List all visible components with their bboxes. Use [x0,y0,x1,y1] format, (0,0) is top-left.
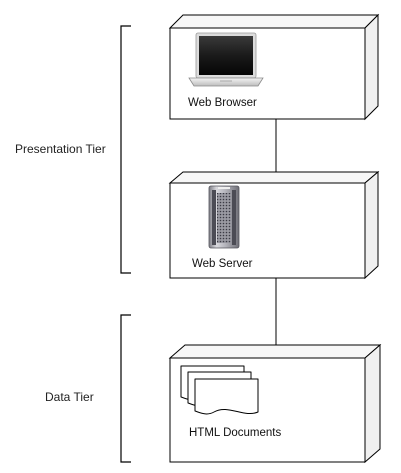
html-documents-node: HTML Documents [168,343,382,464]
presentation-tier-bracket [120,25,131,274]
web-server-label: Web Server [192,258,253,270]
web-server-node: Web Server [168,170,380,280]
web-browser-node: Web Browser [168,13,380,121]
presentation-tier-label: Presentation Tier [15,142,106,156]
data-tier-label: Data Tier [45,390,94,404]
documents-stack-icon [180,365,259,415]
laptop-icon [188,32,264,87]
web-browser-label: Web Browser [188,97,257,109]
html-documents-label: HTML Documents [189,427,281,439]
data-tier-bracket [120,314,131,463]
server-tower-icon [208,185,240,249]
